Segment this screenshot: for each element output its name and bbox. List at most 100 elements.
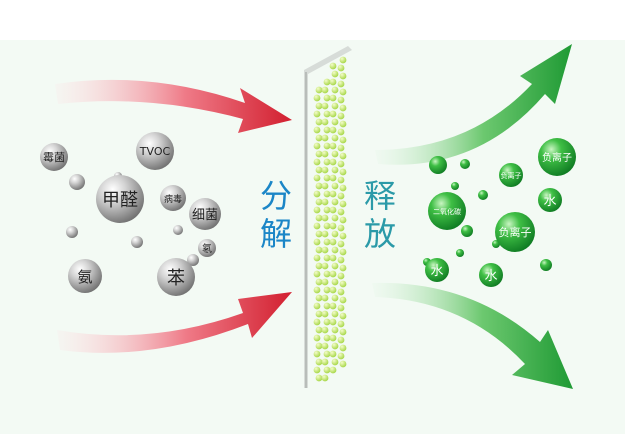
filter-bead bbox=[331, 118, 339, 126]
filter-bead bbox=[321, 278, 329, 286]
pollutant-bubbles: 霉菌 TVOC 甲醛 病毒 细菌 氡 氨 苯 bbox=[40, 132, 221, 296]
filter-bead bbox=[313, 334, 321, 342]
filter-bead bbox=[337, 304, 345, 312]
filter-bead bbox=[329, 158, 337, 166]
filter-bead bbox=[323, 334, 331, 342]
filter-bead bbox=[313, 94, 321, 102]
filter-bead bbox=[329, 94, 337, 102]
filter-bead bbox=[339, 216, 347, 224]
filter-bead bbox=[313, 350, 321, 358]
filter-bead bbox=[329, 126, 337, 134]
filter-bead bbox=[331, 246, 339, 254]
pollutant-label: 氨 bbox=[77, 268, 92, 286]
filter-bead bbox=[339, 232, 347, 240]
filter-bead bbox=[313, 254, 321, 262]
filter-bead bbox=[339, 56, 347, 64]
pollutant-label: 甲醛 bbox=[102, 190, 138, 211]
decorative-bubble bbox=[173, 225, 183, 235]
filter-bead bbox=[321, 134, 329, 142]
filter-bead bbox=[331, 70, 339, 78]
filter-bead bbox=[323, 366, 331, 374]
pollutant-bubble bbox=[198, 239, 216, 257]
pollutant-bubble bbox=[40, 143, 68, 171]
filter-bead bbox=[313, 158, 321, 166]
decorative-bubble bbox=[478, 190, 488, 200]
filter-bead bbox=[313, 222, 321, 230]
green-curved-arrow-icon bbox=[372, 282, 573, 389]
filter-bead bbox=[329, 350, 337, 358]
filter-bead bbox=[329, 318, 337, 326]
filter-bead bbox=[329, 206, 337, 214]
filter-bead bbox=[315, 166, 323, 174]
filter-bead bbox=[313, 126, 321, 134]
filter-bead bbox=[329, 222, 337, 230]
filter-bead bbox=[331, 198, 339, 206]
filter-bead bbox=[315, 214, 323, 222]
filter-bead bbox=[321, 214, 329, 222]
filter-bead bbox=[339, 136, 347, 144]
filter-bead bbox=[331, 310, 339, 318]
filter-bead bbox=[329, 190, 337, 198]
filter-bead bbox=[331, 342, 339, 350]
decorative-bubble bbox=[460, 159, 470, 169]
filter-bead bbox=[323, 158, 331, 166]
filter-bead bbox=[315, 342, 323, 350]
filter-bead bbox=[339, 248, 347, 256]
pollutant-label: 氡 bbox=[202, 242, 212, 255]
pollutant-label: 病毒 bbox=[164, 193, 182, 205]
filter-bead bbox=[321, 342, 329, 350]
filter-bead bbox=[315, 358, 323, 366]
filter-bead bbox=[339, 344, 347, 352]
product-bubble bbox=[425, 258, 449, 282]
filter-bead bbox=[331, 358, 339, 366]
product-bubble bbox=[428, 192, 466, 230]
release-char-1: 释 bbox=[363, 177, 396, 215]
filter-bead bbox=[337, 208, 345, 216]
filter-bead bbox=[315, 230, 323, 238]
pollutant-label: 霉菌 bbox=[43, 151, 65, 164]
pollutant-bubble bbox=[189, 198, 221, 230]
filter-bead bbox=[313, 270, 321, 278]
filter-bead bbox=[331, 214, 339, 222]
product-bubble bbox=[479, 263, 503, 287]
product-label: 负离子 bbox=[501, 171, 522, 180]
filter-bead bbox=[323, 238, 331, 246]
filter-bead bbox=[337, 160, 345, 168]
filter-bead bbox=[315, 134, 323, 142]
filter-bead bbox=[321, 326, 329, 334]
decompose-char-1: 分 bbox=[259, 177, 292, 215]
filter-bead bbox=[337, 256, 345, 264]
filter-bead bbox=[323, 254, 331, 262]
product-label: 负离子 bbox=[542, 151, 572, 164]
filter-bead bbox=[321, 374, 329, 382]
filter-bead bbox=[323, 190, 331, 198]
filter-bead bbox=[315, 118, 323, 126]
filter-bead bbox=[321, 294, 329, 302]
filter-bead bbox=[329, 78, 337, 86]
filter-bead bbox=[313, 110, 321, 118]
pollutant-bubble bbox=[157, 258, 195, 296]
release-char-2: 放 bbox=[363, 215, 396, 253]
decorative-bubble bbox=[456, 249, 464, 257]
filter-bead bbox=[331, 326, 339, 334]
filter-bead bbox=[315, 294, 323, 302]
filter-bead bbox=[315, 326, 323, 334]
filter-bead bbox=[321, 310, 329, 318]
product-label: 水 bbox=[484, 269, 497, 284]
filter-bead bbox=[323, 142, 331, 150]
filter-bead bbox=[313, 302, 321, 310]
filter-bead bbox=[323, 270, 331, 278]
filter-bead bbox=[337, 128, 345, 136]
pollutant-bubble bbox=[136, 132, 174, 170]
filter-bead bbox=[339, 312, 347, 320]
filter-bead bbox=[321, 198, 329, 206]
product-bubble bbox=[499, 163, 523, 187]
filter-bead bbox=[321, 262, 329, 270]
filter-bead bbox=[329, 174, 337, 182]
filter-bead bbox=[313, 318, 321, 326]
filter-bead bbox=[331, 166, 339, 174]
filter-bead bbox=[331, 134, 339, 142]
filter-bead bbox=[337, 176, 345, 184]
filter-bead bbox=[331, 102, 339, 110]
